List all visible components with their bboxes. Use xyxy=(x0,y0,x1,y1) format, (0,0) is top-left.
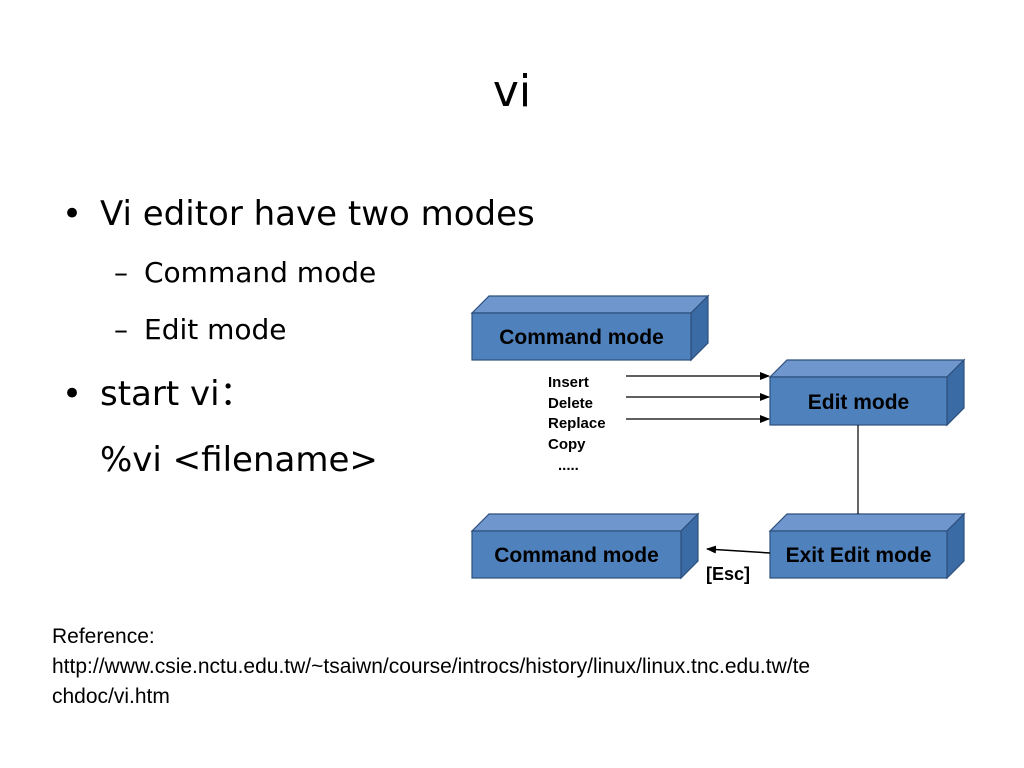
operation-list: Insert Delete Replace Copy ..... xyxy=(548,374,606,474)
command-mode-label-top: Command mode xyxy=(499,326,664,349)
command-mode-box-top: Command mode xyxy=(470,294,710,362)
edit-mode-box: Edit mode xyxy=(768,358,966,427)
bullet-dot: • xyxy=(62,374,83,414)
command-mode-label-bottom: Command mode xyxy=(494,544,659,567)
exit-edit-mode-box: Exit Edit mode xyxy=(768,512,966,580)
bullet-dot: • xyxy=(62,194,83,234)
op-copy: Copy xyxy=(548,436,586,453)
esc-arrow xyxy=(706,545,771,554)
reference-url-line-1: http://www.csie.nctu.edu.tw/~tsaiwn/cour… xyxy=(52,655,811,678)
reference-url-line-2: chdoc/vi.htm xyxy=(52,685,170,708)
command-example: %vi <filename> xyxy=(100,440,378,480)
dash-glyph: – xyxy=(114,256,128,289)
op-insert: Insert xyxy=(548,374,589,391)
esc-label: [Esc] xyxy=(706,564,750,584)
exit-edit-mode-label: Exit Edit mode xyxy=(786,544,932,567)
edit-mode-label: Edit mode xyxy=(808,391,910,414)
reference-label: Reference: xyxy=(52,625,155,648)
reference-block: Reference: http://www.csie.nctu.edu.tw/~… xyxy=(52,622,982,712)
bullet-text-modes: Vi editor have two modes xyxy=(100,194,535,234)
operation-arrows xyxy=(626,372,770,423)
bullet-text-start-vi: start vi： xyxy=(100,374,254,414)
command-mode-box-bottom: Command mode xyxy=(470,512,700,580)
op-replace: Replace xyxy=(548,415,606,432)
sub-bullet-text-command: Command mode xyxy=(144,256,377,289)
slide-title: vi xyxy=(492,66,532,117)
op-delete: Delete xyxy=(548,395,593,412)
sub-bullet-text-edit: Edit mode xyxy=(144,313,287,346)
dash-glyph: – xyxy=(114,313,128,346)
op-more: ..... xyxy=(558,457,579,474)
